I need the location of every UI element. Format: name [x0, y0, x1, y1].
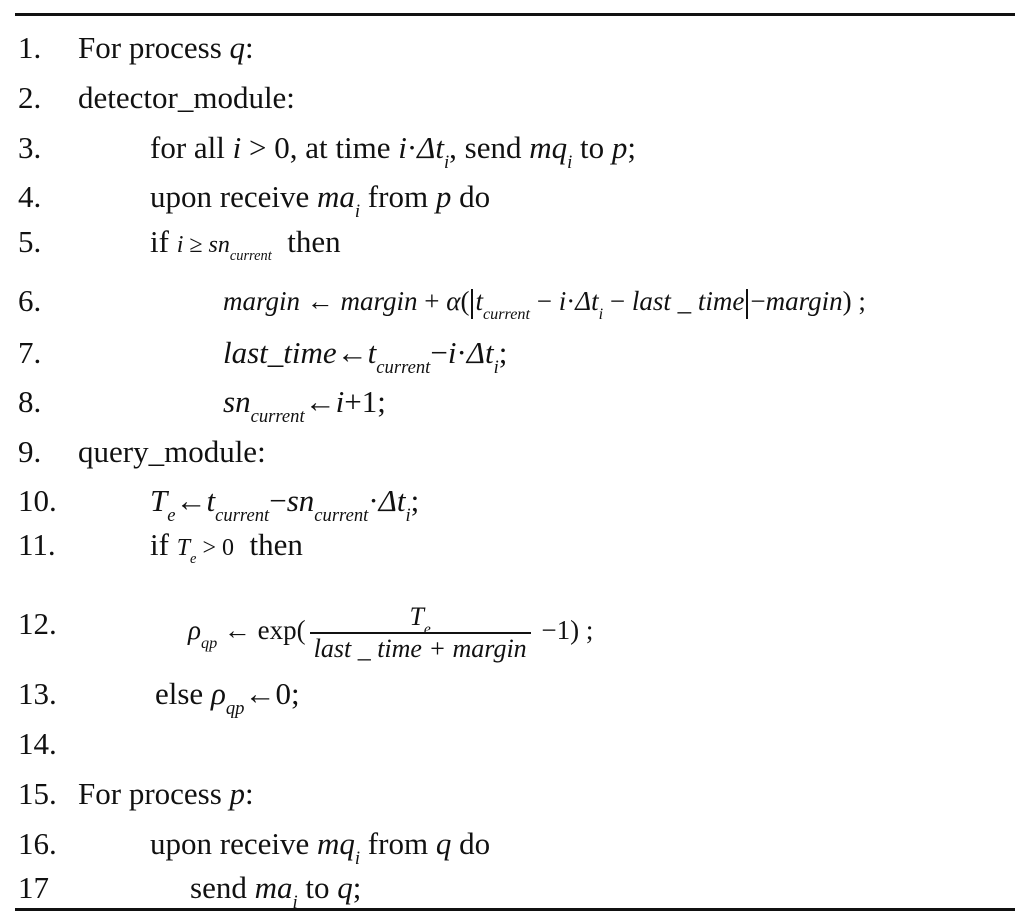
- algorithm-line-2: 2. detector_module:: [0, 76, 1024, 120]
- line-number: 5.: [18, 224, 42, 259]
- line-number: 16.: [18, 826, 57, 861]
- algorithm-line-5: 5. if i ≥ sncurrent then: [0, 220, 1024, 264]
- line-number: 17: [18, 870, 49, 905]
- line-code: For process q:: [78, 30, 254, 65]
- line-code: Te←tcurrent−sncurrent·Δti;: [150, 483, 420, 526]
- algorithm-line-6: 6. margin ← margin + α(tcurrent − i·Δti …: [0, 279, 1024, 323]
- line-number: 9.: [18, 434, 42, 469]
- margin-update-equation: margin ← margin + α(tcurrent − i·Δti − l…: [223, 286, 866, 323]
- line-number: 1.: [18, 30, 42, 65]
- line-number: 6.: [18, 283, 42, 318]
- line-number: 10.: [18, 483, 57, 518]
- algorithm-line-14: 14.: [0, 722, 1024, 766]
- line-number: 2.: [18, 80, 42, 115]
- algorithm-line-13: 13. else ρqp←0;: [0, 672, 1024, 719]
- line-code: if Te > 0 then: [150, 527, 303, 567]
- line-code: upon receive mai from p do: [150, 179, 491, 222]
- line-number: 3.: [18, 130, 42, 165]
- algorithm-line-9: 9. query_module:: [0, 430, 1024, 474]
- bottom-rule: [15, 908, 1015, 911]
- algorithm-line-16: 16. upon receive mqi from q do: [0, 822, 1024, 869]
- line-number: 11.: [18, 527, 56, 562]
- line-number: 7.: [18, 335, 42, 370]
- algorithm-line-4: 4. upon receive mai from p do: [0, 175, 1024, 222]
- line-code: for all i > 0, at time i·Δti, send mqi t…: [150, 130, 637, 173]
- line-code: send mai to q;: [190, 870, 362, 913]
- algorithm-line-10: 10. Te←tcurrent−sncurrent·Δti;: [0, 479, 1024, 526]
- line-code: query_module:: [78, 434, 266, 469]
- line-code: if i ≥ sncurrent then: [150, 224, 341, 264]
- line-number: 13.: [18, 676, 57, 711]
- line-code: For process p:: [78, 776, 254, 811]
- algorithm-line-17: 17 send mai to q;: [0, 866, 1024, 913]
- line-number: 4.: [18, 179, 42, 214]
- algorithm-line-11: 11. if Te > 0 then: [0, 523, 1024, 567]
- line-code: last_time←tcurrent−i·Δti;: [223, 335, 508, 378]
- algorithm-line-7: 7. last_time←tcurrent−i·Δti;: [0, 331, 1024, 378]
- top-rule: [15, 13, 1015, 16]
- line-number: 8.: [18, 384, 42, 419]
- line-number: 15.: [18, 776, 57, 811]
- line-number: 14.: [18, 726, 57, 761]
- line-code: else ρqp←0;: [155, 676, 300, 719]
- line-number: 12.: [18, 606, 57, 641]
- algorithm-line-15: 15. For process p:: [0, 772, 1024, 816]
- algorithm-line-1: 1. For process q:: [0, 26, 1024, 70]
- algorithm-line-8: 8. sncurrent←i+1;: [0, 380, 1024, 427]
- algorithm-line-3: 3. for all i > 0, at time i·Δti, send mq…: [0, 126, 1024, 173]
- abs-bar-right: [746, 288, 749, 319]
- line-code: sncurrent←i+1;: [223, 384, 386, 427]
- abs-bar-left: [471, 288, 474, 319]
- line-code: upon receive mqi from q do: [150, 826, 491, 869]
- line-code: detector_module:: [78, 80, 295, 115]
